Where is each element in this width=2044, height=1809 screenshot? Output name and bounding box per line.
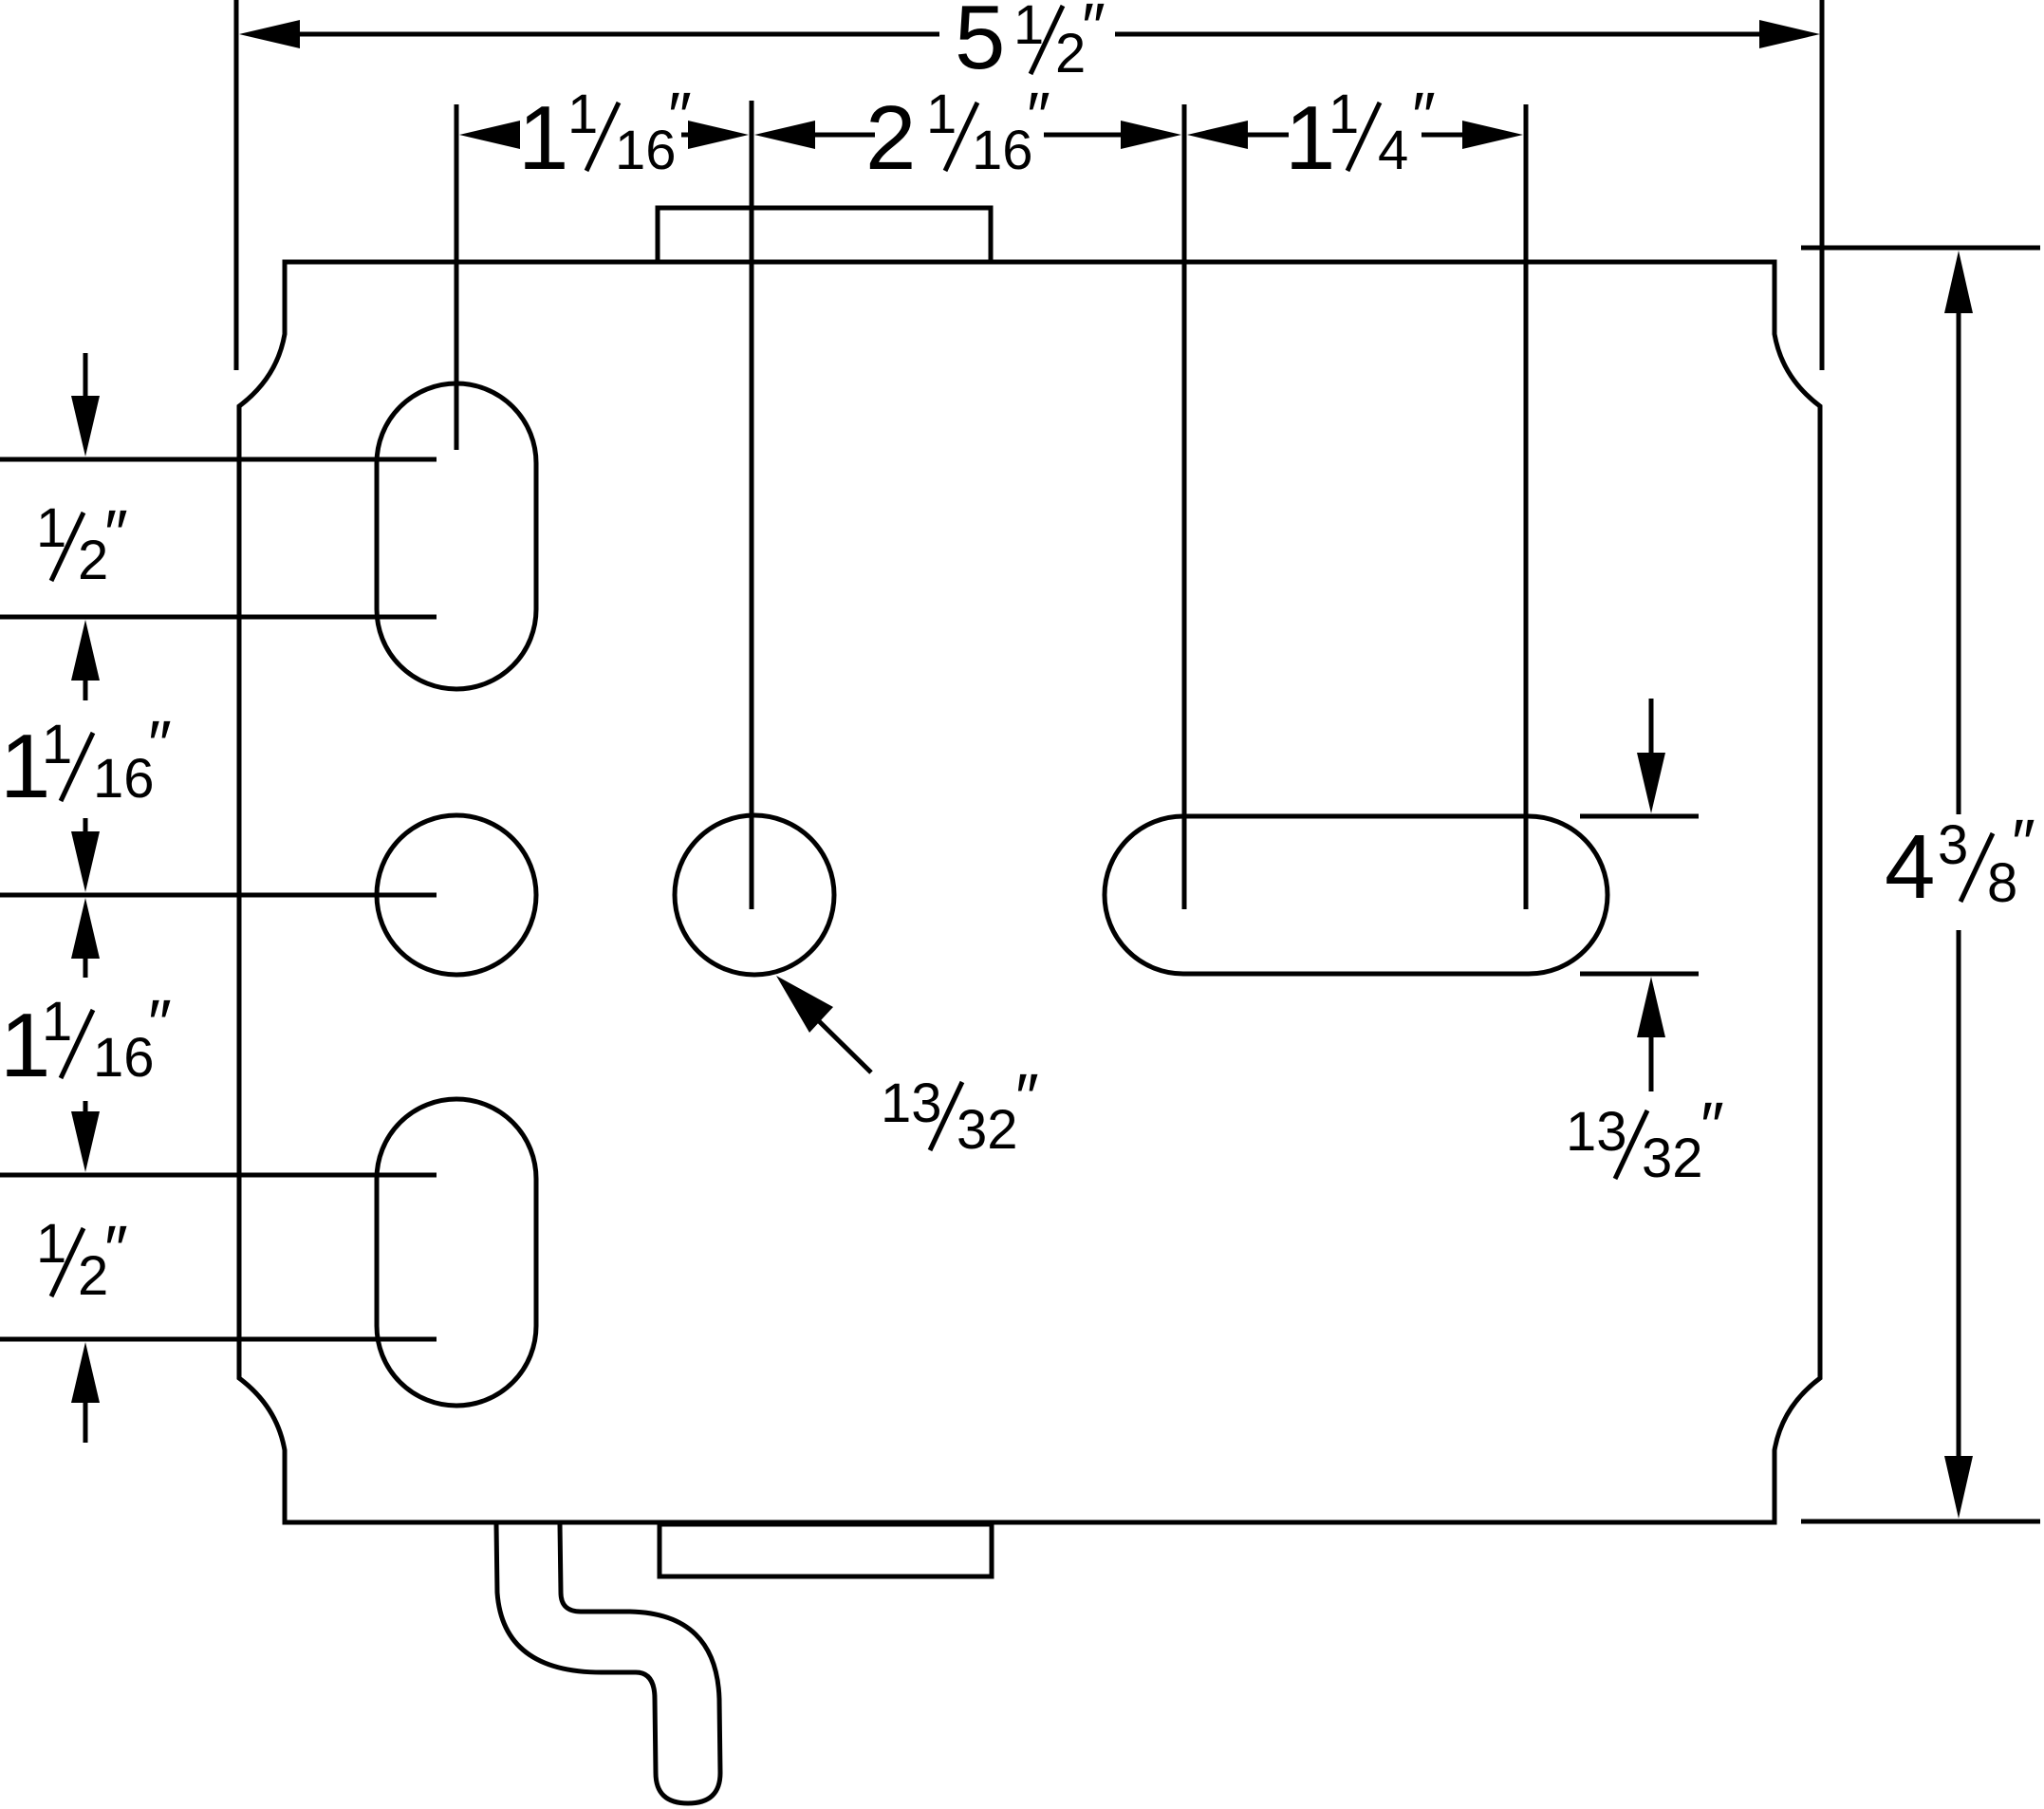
dim-top-to-middle-vertical: 1 1 16 ″: [0, 707, 172, 817]
top-tab: [655, 205, 994, 265]
dim-top-to-middle-slash: [58, 731, 96, 803]
dim-slot-width: 13 32 ″: [1566, 1089, 1724, 1189]
bottom-tab: [657, 1521, 994, 1579]
dim-top-slot-height-slash: [48, 511, 86, 583]
bottom-hook: [493, 1523, 723, 1806]
dim-bottom-slot-height: 1 2 ″: [36, 1212, 128, 1307]
dim-hole-diameter-numerator: 13: [881, 1072, 942, 1134]
dim-overall-width-whole: 5: [955, 0, 1005, 88]
top-left-slot: [374, 381, 539, 692]
center-hole: [672, 812, 837, 978]
extension-lines: [0, 0, 2040, 1524]
dim-hole-to-slot-numerator: 1: [926, 84, 957, 145]
bottom-left-slot: [374, 1096, 539, 1408]
dim-top-to-middle-numerator: 1: [42, 714, 72, 775]
dim-hole-to-slot-horizontal: 2 1 16 ″: [865, 79, 1050, 189]
dim-slot-to-hole-horizontal: 1 1 16 ″: [518, 79, 692, 189]
dim-overall-height-denominator: 8: [1987, 852, 2017, 914]
right-slot: [1102, 813, 1610, 977]
dim-slot-to-hole-whole: 1: [518, 87, 568, 189]
dim-top-to-middle-unit: ″: [148, 707, 172, 781]
dim-hole-to-slot-slash: [942, 101, 980, 173]
dim-slot-width-slash: [1612, 1109, 1650, 1181]
dim-hole-to-slot-whole: 2: [865, 87, 916, 189]
dim-hole-diameter-unit: ″: [1015, 1060, 1039, 1134]
dim-top-to-middle-whole: 1: [0, 716, 50, 817]
dim-overall-height-unit: ″: [2012, 806, 2035, 880]
dim-top-slot-height-numerator: 1: [36, 497, 66, 559]
dim-bottom-slot-height-unit: ″: [104, 1212, 128, 1286]
dim-slot-width-numerator: 13: [1566, 1101, 1627, 1163]
dim-slot-width-denominator: 32: [1642, 1128, 1703, 1189]
dim-slot-to-hole-numerator: 1: [567, 84, 598, 145]
dim-middle-to-bottom-slash: [58, 1008, 96, 1080]
dim-slot-length-horizontal: 1 1 4 ″: [1285, 79, 1436, 189]
dim-slot-length-whole: 1: [1285, 87, 1335, 189]
dim-slot-to-hole-denominator: 16: [615, 120, 677, 181]
dim-bottom-slot-height-numerator: 1: [36, 1213, 66, 1275]
dimension-lines: [71, 20, 1973, 1519]
dim-slot-length-slash: [1345, 101, 1383, 173]
dim-overall-height-slash: [1958, 831, 1996, 904]
dim-bottom-slot-height-denominator: 2: [78, 1245, 108, 1307]
dim-overall-height: 4 3 8 ″: [1885, 806, 2035, 918]
dim-middle-to-bottom-vertical: 1 1 16 ″: [0, 986, 172, 1096]
dim-overall-height-numerator: 3: [1938, 814, 1968, 876]
dim-middle-to-bottom-denominator: 16: [93, 1027, 155, 1089]
dim-overall-width-denominator: 2: [1055, 23, 1086, 84]
dim-middle-to-bottom-whole: 1: [0, 995, 50, 1096]
dim-slot-width-unit: ″: [1700, 1089, 1724, 1163]
dim-slot-length-unit: ″: [1412, 79, 1436, 153]
dim-bottom-slot-height-slash: [48, 1226, 86, 1298]
dim-middle-to-bottom-numerator: 1: [42, 991, 72, 1053]
dim-slot-to-hole-slash: [584, 101, 622, 173]
dim-overall-height-whole: 4: [1885, 816, 1935, 918]
dim-hole-to-slot-denominator: 16: [972, 120, 1033, 181]
dim-overall-width-numerator: 1: [1013, 0, 1044, 56]
dim-top-slot-height-denominator: 2: [78, 530, 108, 591]
dim-top-slot-height: 1 2 ″: [36, 496, 128, 591]
dim-slot-length-numerator: 1: [1329, 84, 1359, 145]
dim-slot-to-hole-unit: ″: [668, 79, 692, 153]
dim-overall-width-unit: ″: [1082, 0, 1106, 64]
dim-top-slot-height-unit: ″: [104, 496, 128, 570]
dim-overall-width-slash: [1028, 4, 1066, 76]
dim-top-to-middle-denominator: 16: [93, 748, 155, 810]
dim-middle-to-bottom-unit: ″: [148, 986, 172, 1060]
dim-hole-diameter-slash: [927, 1080, 965, 1152]
dim-hole-to-slot-unit: ″: [1027, 79, 1050, 153]
dim-hole-diameter-denominator: 32: [957, 1099, 1018, 1161]
dim-slot-length-denominator: 4: [1378, 120, 1408, 181]
plate-outline: [236, 259, 1823, 1525]
dim-overall-width: 5 1 2 ″: [955, 0, 1106, 88]
dim-hole-diameter: 13 32 ″: [881, 1060, 1039, 1161]
